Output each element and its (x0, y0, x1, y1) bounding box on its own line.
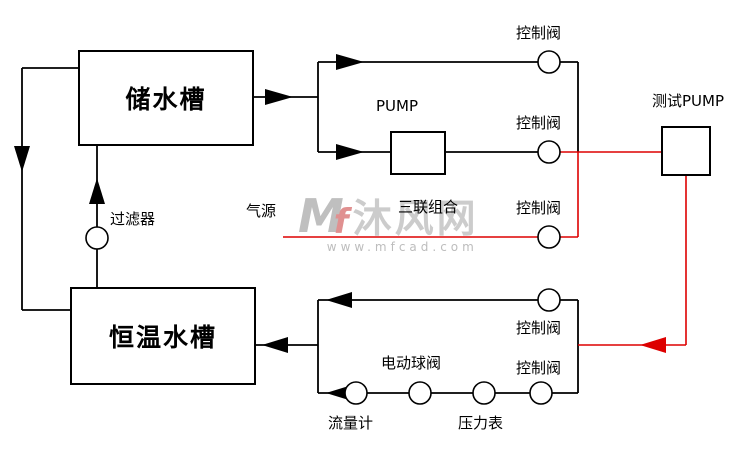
arrow-left-return-upper (326, 292, 352, 308)
arrow-down-left-loop (14, 146, 30, 172)
test-pump-label: 测试PUMP (652, 92, 725, 110)
arrow-right-to-pump (336, 144, 364, 160)
control-valve-4-circle (537, 288, 561, 312)
control-valve-5-label: 控制阀 (516, 359, 562, 377)
valve-circles (85, 50, 561, 405)
filter-circle (85, 226, 109, 250)
pressure-gauge-label: 压力表 (458, 414, 504, 432)
control-valve-4-label: 控制阀 (516, 319, 562, 337)
pressure-gauge-circle (472, 381, 496, 405)
control-valve-2-circle (537, 140, 561, 164)
arrow-up-filter-line (89, 178, 105, 204)
pump-box (390, 131, 446, 175)
arrow-left-red-return (640, 337, 666, 353)
air-source-label: 气源 (246, 202, 277, 220)
arrow-left-into-thermo (262, 337, 288, 353)
watermark-logo-m: M (298, 189, 344, 243)
storage-tank-box: 储水槽 (78, 50, 254, 146)
storage-tank-label: 储水槽 (125, 85, 207, 114)
arrow-right-tank-out (265, 89, 293, 105)
thermo-tank-box: 恒温水槽 (70, 287, 256, 385)
flow-arrows (14, 54, 666, 401)
pipes-red (283, 151, 687, 346)
filter-label: 过滤器 (110, 210, 156, 228)
control-valve-3-circle (537, 225, 561, 249)
ball-valve-circle (408, 381, 432, 405)
triple-unit-label: 三联组合 (398, 198, 459, 216)
pipes-black (21, 61, 579, 394)
control-valve-1-label: 控制阀 (516, 24, 562, 42)
control-valve-5-circle (529, 381, 553, 405)
watermark-url: www.mfcad.com (326, 240, 478, 254)
thermo-tank-label: 恒温水槽 (108, 323, 217, 352)
flow-meter-label: 流量计 (328, 414, 374, 432)
control-valve-3-label: 控制阀 (516, 199, 562, 217)
control-valve-1-circle (537, 50, 561, 74)
watermark-site-name: 沐风网 (352, 197, 479, 242)
watermark-logo-f: f (333, 202, 349, 242)
pump-label: PUMP (376, 97, 419, 115)
arrow-right-top-branch (336, 54, 364, 70)
control-valve-2-label: 控制阀 (516, 114, 562, 132)
flow-meter-circle (344, 381, 368, 405)
test-pump-box (661, 126, 711, 176)
ball-valve-label: 电动球阀 (381, 354, 442, 372)
